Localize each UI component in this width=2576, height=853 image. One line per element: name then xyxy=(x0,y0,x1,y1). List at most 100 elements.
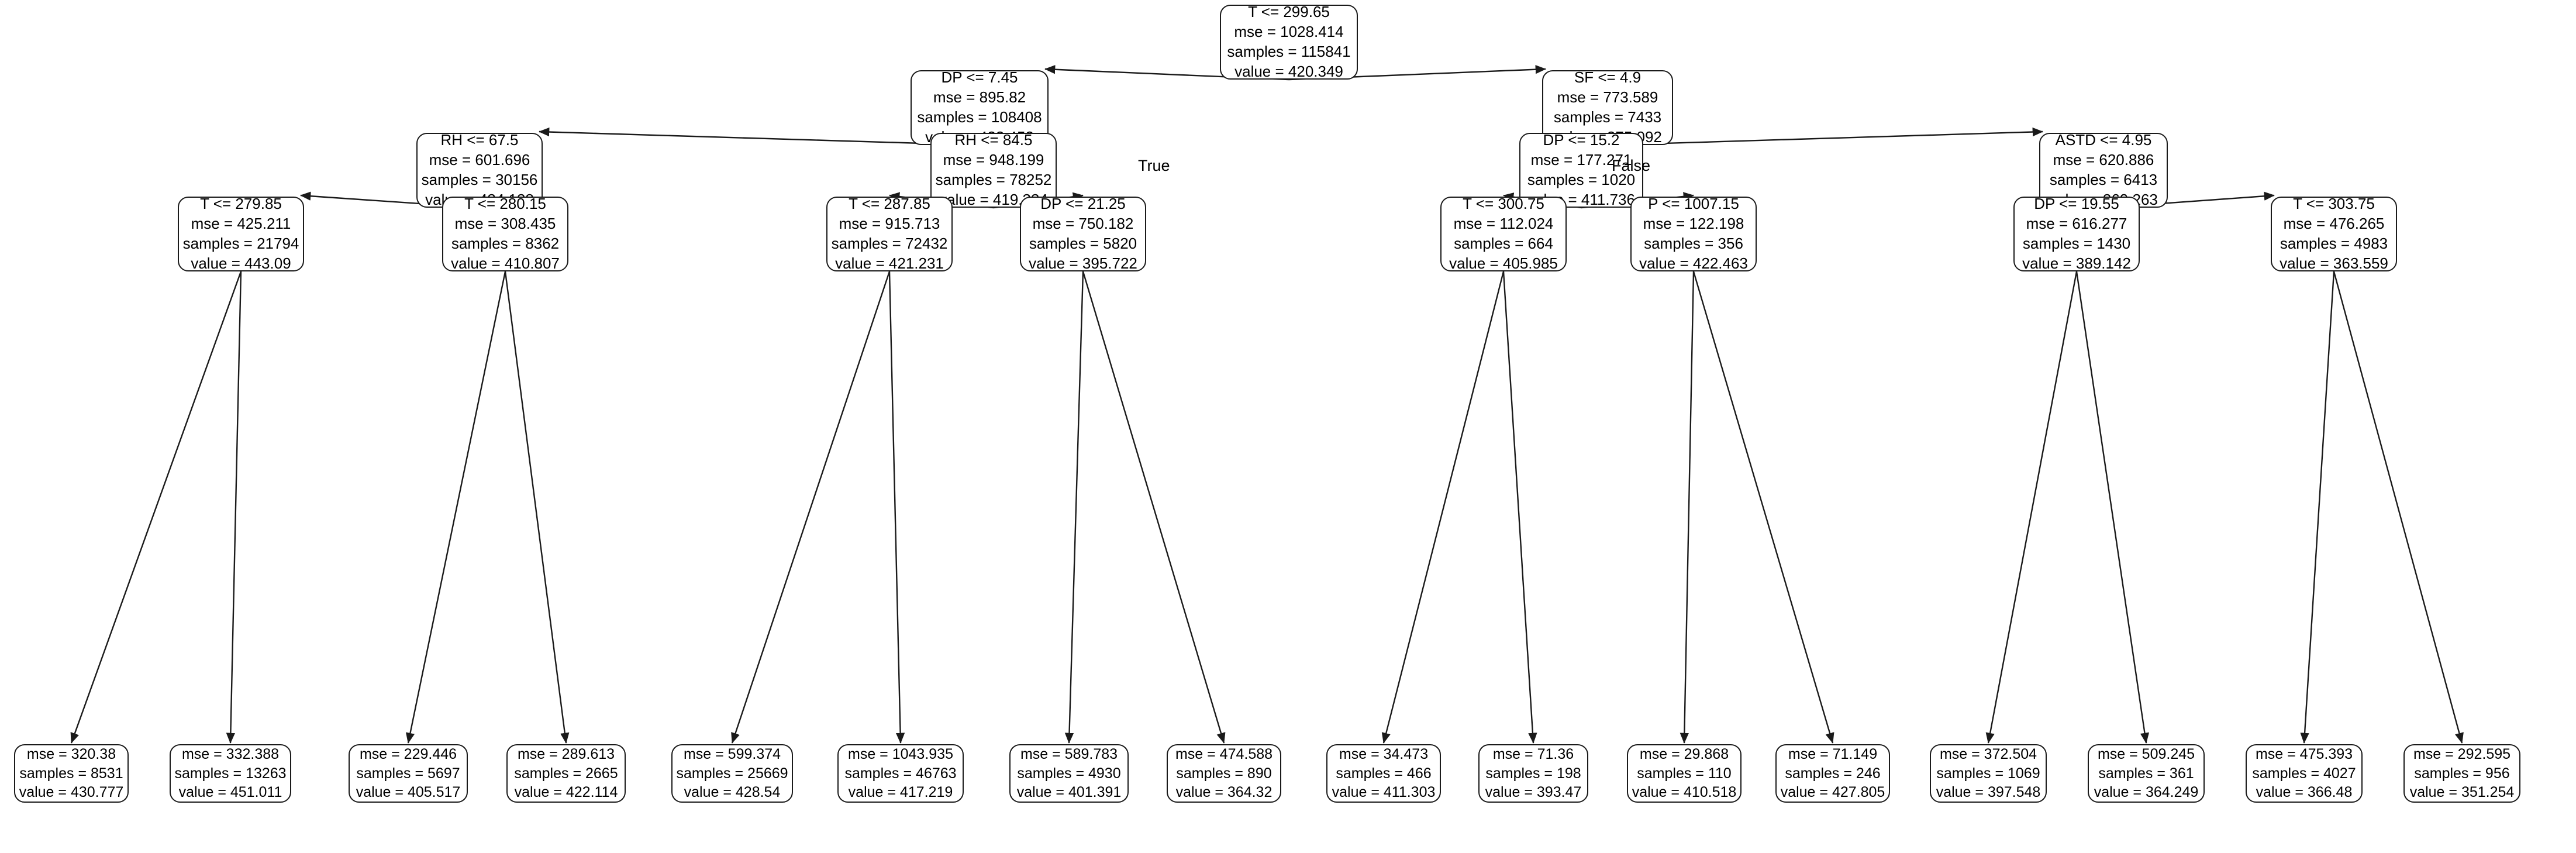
node-mse: mse = 616.277 xyxy=(2026,215,2127,233)
tree-edge xyxy=(1064,271,1084,744)
node-samples: samples = 8531 xyxy=(19,765,123,782)
node-condition: DP <= 7.45 xyxy=(941,68,1018,87)
node-value: value = 443.09 xyxy=(191,254,291,272)
node-mse: mse = 773.589 xyxy=(1557,88,1658,106)
tree-edge xyxy=(1692,271,1834,744)
node-value: value = 405.985 xyxy=(1449,254,1558,272)
node-mse: mse = 425.211 xyxy=(191,215,291,233)
tree-leaf-node: mse = 474.588 samples = 890 value = 364.32 xyxy=(1167,744,1281,803)
tree-leaf-node: mse = 229.446 samples = 5697 value = 405.5… xyxy=(349,744,468,803)
node-mse: mse = 112.024 xyxy=(1453,215,1554,233)
node-mse: mse = 289.613 xyxy=(517,746,615,763)
node-mse: mse = 71.36 xyxy=(1492,746,1574,763)
node-mse: mse = 474.588 xyxy=(1175,746,1273,763)
node-value: value = 364.32 xyxy=(1175,784,1273,801)
tree-edge xyxy=(1985,271,2078,744)
node-value: value = 410.807 xyxy=(451,254,560,272)
node-condition: P <= 1007.15 xyxy=(1648,195,1739,213)
node-samples: samples = 198 xyxy=(1485,765,1581,782)
node-value: value = 422.463 xyxy=(1639,254,1748,272)
tree-decision-node: T <= 279.85 mse = 425.211 samples = 21794 v… xyxy=(178,195,304,272)
node-mse: mse = 948.199 xyxy=(943,151,1044,169)
node-condition: SF <= 4.9 xyxy=(1574,68,1642,87)
node-samples: samples = 72432 xyxy=(831,235,948,252)
node-mse: mse = 320.38 xyxy=(26,746,116,763)
node-mse: mse = 34.473 xyxy=(1339,746,1429,763)
tree-edge xyxy=(731,271,891,744)
tree-edge xyxy=(226,271,242,744)
node-value: value = 393.47 xyxy=(1485,784,1582,801)
node-condition: DP <= 19.55 xyxy=(2034,195,2119,213)
node-samples: samples = 4027 xyxy=(2252,765,2356,782)
node-samples: samples = 30156 xyxy=(421,171,538,188)
node-mse: mse = 895.82 xyxy=(933,88,1026,106)
node-mse: mse = 308.435 xyxy=(454,215,556,233)
node-mse: mse = 476.265 xyxy=(2283,215,2385,233)
node-samples: samples = 1069 xyxy=(1936,765,2040,782)
tree-edge xyxy=(2300,271,2335,744)
node-samples: samples = 246 xyxy=(1785,765,1881,782)
node-value: value = 422.114 xyxy=(514,784,618,801)
node-mse: mse = 229.446 xyxy=(359,746,457,763)
node-samples: samples = 5820 xyxy=(1029,235,1137,252)
node-samples: samples = 4930 xyxy=(1017,765,1121,782)
node-value: value = 430.777 xyxy=(19,784,124,801)
node-value: value = 417.219 xyxy=(848,784,953,801)
node-mse: mse = 1043.935 xyxy=(848,746,953,763)
node-mse: mse = 750.182 xyxy=(1032,215,1134,233)
node-samples: samples = 5697 xyxy=(356,765,460,782)
tree-leaf-node: mse = 372.504 samples = 1069 value = 397.5… xyxy=(1930,744,2047,803)
node-samples: samples = 46763 xyxy=(844,765,957,782)
node-samples: samples = 890 xyxy=(1176,765,1272,782)
node-mse: mse = 29.868 xyxy=(1639,746,1729,763)
tree-leaf-node: mse = 320.38 samples = 8531 value = 430.77… xyxy=(14,744,129,803)
node-samples: samples = 110 xyxy=(1637,765,1732,782)
node-value: value = 451.011 xyxy=(178,784,282,801)
tree-edge xyxy=(405,271,506,744)
tree-edge xyxy=(70,271,242,744)
node-condition: ASTD <= 4.95 xyxy=(2055,131,2152,149)
node-value: value = 405.517 xyxy=(356,784,461,801)
node-mse: mse = 599.374 xyxy=(683,746,781,763)
node-samples: samples = 361 xyxy=(2098,765,2194,782)
node-samples: samples = 356 xyxy=(1644,235,1743,252)
node-value: value = 395.722 xyxy=(1029,254,1137,272)
node-value: value = 411.303 xyxy=(1332,784,1436,801)
node-value: value = 428.54 xyxy=(684,784,781,801)
node-mse: mse = 509.245 xyxy=(2097,746,2195,763)
node-value: value = 389.142 xyxy=(2022,254,2131,272)
node-samples: samples = 1430 xyxy=(2022,235,2131,252)
node-samples: samples = 13263 xyxy=(174,765,287,782)
node-condition: T <= 280.15 xyxy=(464,195,546,213)
node-samples: samples = 664 xyxy=(1454,235,1553,252)
node-value: value = 363.559 xyxy=(2280,254,2388,272)
node-mse: mse = 915.713 xyxy=(839,215,940,233)
node-samples: samples = 21794 xyxy=(182,235,299,252)
node-value: value = 401.391 xyxy=(1016,784,1122,801)
node-value: value = 351.254 xyxy=(2409,784,2515,801)
node-mse: mse = 177.271 xyxy=(1530,151,1632,169)
node-condition: T <= 279.85 xyxy=(200,195,282,213)
node-value: value = 397.548 xyxy=(1936,784,2041,801)
tree-leaf-node: mse = 1043.935 samples = 46763 value = 417… xyxy=(837,744,964,803)
tree-edge xyxy=(1502,271,1537,744)
node-value: value = 421.231 xyxy=(835,254,944,272)
node-value: value = 427.805 xyxy=(1780,784,1885,801)
node-samples: samples = 6413 xyxy=(2049,171,2158,188)
node-mse: mse = 475.393 xyxy=(2255,746,2353,763)
node-mse: mse = 372.504 xyxy=(1939,746,2037,763)
node-condition: RH <= 67.5 xyxy=(440,131,519,149)
